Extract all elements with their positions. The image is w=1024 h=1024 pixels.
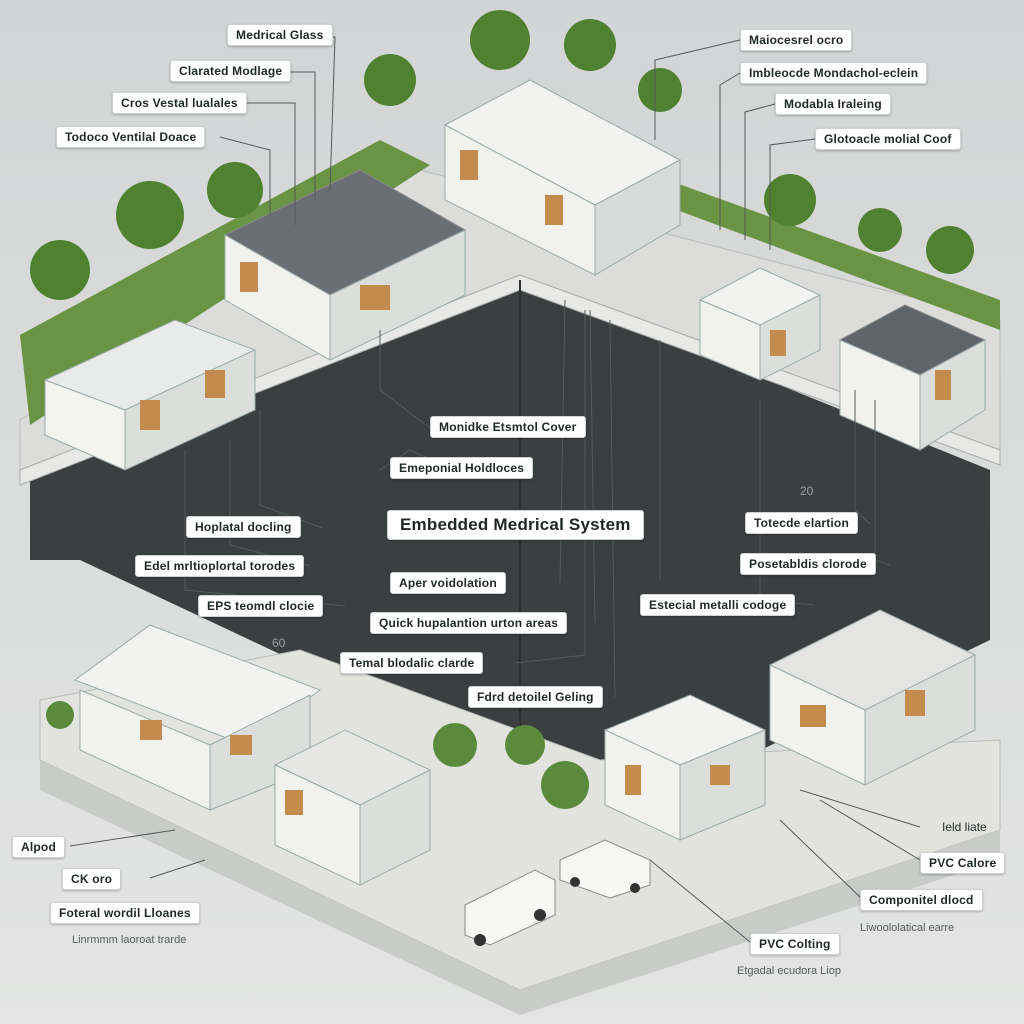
callout-glotoacle-coof: Glotoacle molial Coof xyxy=(815,128,961,150)
callout-cros-vestal: Cros Vestal lualales xyxy=(112,92,247,114)
callout-modabla-iraleing: Modabla Iraleing xyxy=(775,93,891,115)
callout-ck-oro: CK oro xyxy=(62,868,122,890)
white-van xyxy=(464,869,556,946)
callout-fdrd-geling: Fdrd detoilel Geling xyxy=(468,686,603,708)
module-upper-far-right xyxy=(838,304,987,451)
white-car xyxy=(559,839,651,899)
callout-edel-torodes: Edel mrltioplortal torodes xyxy=(135,555,305,577)
callout-eps-clocie: EPS teomdl clocie xyxy=(198,595,324,617)
upper-grass-right xyxy=(640,170,1000,330)
module-upper-solar xyxy=(223,169,467,361)
callout-aper-voidolation: Aper voidolation xyxy=(390,572,506,594)
callout-temal-clarde: Temal blodalic clarde xyxy=(340,652,484,674)
callout-medrical-glass: Medrical Glass xyxy=(227,24,333,46)
module-lower-house xyxy=(73,624,322,811)
callout-posetabldis: Posetabldis clorode xyxy=(740,553,876,575)
module-lower-right xyxy=(768,609,977,786)
callout-maiocesrel-ocro: Maiocesrel ocro xyxy=(740,29,853,51)
callout-liwoololatical: Liwoololatical earre xyxy=(860,922,955,934)
wall-mark-20: 20 xyxy=(800,484,814,498)
trees-lower xyxy=(46,701,589,809)
callout-componitel-dlocd: Componitel dlocd xyxy=(860,889,983,911)
callout-alpod: Alpod xyxy=(12,836,65,858)
callout-hoplatal-docling: Hoplatal docling xyxy=(186,516,301,538)
callout-estecial-codoge: Estecial metalli codoge xyxy=(640,594,796,616)
module-upper-arched xyxy=(443,79,682,276)
callout-todoco-ventilal: Todoco Ventilal Doace xyxy=(56,126,206,148)
module-upper-1 xyxy=(43,319,257,471)
callout-ield-liate: Ield liate xyxy=(942,820,987,834)
module-upper-right xyxy=(698,267,822,381)
callout-pvc-colting: PVC Colting xyxy=(750,933,840,955)
wall-top-edge xyxy=(19,274,1001,486)
callout-pvc-calore: PVC Calore xyxy=(920,852,1006,874)
callout-linrmmm-trarde: Linrmmm laoroat trarde xyxy=(72,934,187,946)
callout-emeponial: Emeponial Holdloces xyxy=(390,457,534,479)
diagram-title: Embedded Medrical System xyxy=(387,510,644,540)
trees-upper xyxy=(30,10,974,300)
callout-monidke-cover: Monidke Etsmtol Cover xyxy=(430,416,586,438)
callout-totecde-elartion: Totecde elartion xyxy=(745,512,858,534)
callout-clarated-modlage: Clarated Modlage xyxy=(170,60,292,82)
module-lower-roof-unit xyxy=(273,729,432,886)
callout-imbleocde: Imbleocde Mondachol-eclein xyxy=(740,62,928,84)
callout-etgadal-liop: Etgadal ecudora Liop xyxy=(737,965,841,977)
wall-mark-60: 60 xyxy=(272,636,286,650)
module-lower-center xyxy=(603,694,767,841)
callout-foteral-lloanes: Foteral wordil Lloanes xyxy=(50,902,200,924)
callout-quick-hupalantion: Quick hupalantion urton areas xyxy=(370,612,568,634)
